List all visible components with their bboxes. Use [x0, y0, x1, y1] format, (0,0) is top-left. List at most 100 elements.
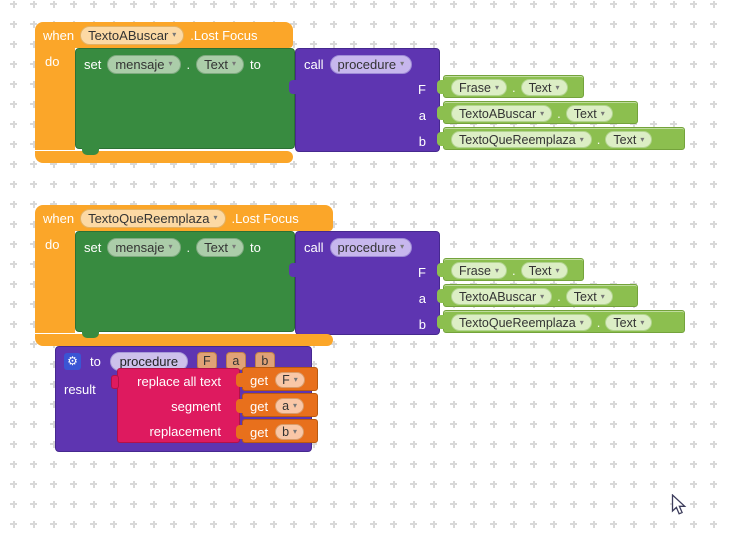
- dropdown-arrow-icon: ▾: [494, 265, 499, 275]
- getter-textoquereemplaza-text[interactable]: TextoQueReemplaza ▾ . Text ▾: [437, 310, 685, 333]
- getter-textoabuscar-text[interactable]: TextoABuscar ▾ . Text ▾: [437, 284, 638, 307]
- get-a-block[interactable]: get a ▾: [236, 393, 318, 417]
- property-dropdown[interactable]: Text ▾: [605, 131, 653, 148]
- dropdown-arrow-icon: ▾: [168, 59, 173, 68]
- dropdown-arrow-icon: ▾: [213, 213, 218, 222]
- when-block-bottom-bar[interactable]: [35, 151, 293, 163]
- arg-label-F: F: [418, 82, 426, 97]
- result-label: result: [64, 382, 96, 397]
- property-dropdown[interactable]: Text ▾: [565, 105, 613, 122]
- component-dropdown[interactable]: TextoABuscar ▾: [80, 25, 185, 45]
- dropdown-arrow-icon: ▾: [231, 59, 236, 68]
- dropdown-arrow-icon: ▾: [293, 375, 298, 384]
- component-dropdown[interactable]: Frase ▾: [451, 79, 507, 96]
- when-block-header[interactable]: when TextoABuscar ▾ .Lost Focus: [35, 22, 293, 48]
- component-dropdown[interactable]: Frase ▾: [451, 262, 507, 279]
- do-label: do: [45, 54, 60, 69]
- property-dropdown-value: Text: [573, 289, 597, 304]
- dropdown-arrow-icon: ▾: [231, 242, 236, 251]
- set-mensaje-text-block[interactable]: set mensaje ▾ . Text ▾ to: [75, 231, 295, 332]
- call-label: call: [304, 56, 324, 72]
- dropdown-arrow-icon: ▾: [555, 265, 560, 275]
- block-plug: [236, 373, 244, 387]
- replace-all-text-block[interactable]: replace all text segment replacement: [111, 368, 240, 443]
- block-plug: [437, 80, 445, 94]
- variable-dropdown-value: mensaje: [115, 56, 165, 72]
- set-label: set: [84, 239, 102, 255]
- when-block-left-spine[interactable]: [35, 48, 75, 150]
- property-dropdown-value: Text: [204, 56, 228, 72]
- arg-label-a: a: [418, 108, 426, 123]
- set-mensaje-text-block[interactable]: set mensaje ▾ . Text ▾ to: [75, 48, 295, 149]
- component-dropdown[interactable]: TextoQueReemplaza ▾: [451, 131, 592, 148]
- property-dropdown[interactable]: Text ▾: [196, 54, 244, 74]
- procedure-dropdown[interactable]: procedure ▾: [329, 54, 413, 74]
- component-dropdown-value: TextoABuscar: [459, 106, 537, 121]
- dot-separator: .: [557, 106, 561, 121]
- block-plug: [437, 263, 445, 277]
- get-label: get: [250, 424, 269, 440]
- call-procedure-block[interactable]: call procedure ▾ F a b: [289, 231, 440, 335]
- component-dropdown-value: Frase: [459, 80, 491, 95]
- block-plug: [289, 263, 297, 277]
- when-block-left-spine[interactable]: [35, 231, 75, 333]
- arg-label-a: a: [418, 291, 426, 306]
- variable-dropdown-value: mensaje: [115, 239, 165, 255]
- property-dropdown-value: Text: [204, 239, 228, 255]
- property-dropdown[interactable]: Text ▾: [196, 237, 244, 257]
- arg-label-b: b: [418, 134, 426, 149]
- procedure-name-field[interactable]: procedure: [109, 351, 188, 371]
- mutator-gear-icon[interactable]: ⚙: [64, 352, 81, 370]
- dropdown-arrow-icon: ▾: [400, 242, 405, 251]
- mouse-cursor-icon: [671, 494, 687, 515]
- getter-frase-text[interactable]: Frase ▾ . Text ▾: [437, 75, 584, 98]
- variable-dropdown[interactable]: mensaje ▾: [107, 54, 181, 74]
- getter-textoabuscar-text[interactable]: TextoABuscar ▾ . Text ▾: [437, 101, 638, 124]
- component-dropdown[interactable]: TextoABuscar ▾: [451, 105, 553, 122]
- dot-separator: .: [557, 289, 561, 304]
- dropdown-arrow-icon: ▾: [172, 30, 177, 39]
- when-label: when: [43, 210, 75, 226]
- to-label: to: [249, 56, 261, 72]
- component-dropdown-value: TextoABuscar: [459, 289, 537, 304]
- variable-dropdown[interactable]: a ▾: [275, 398, 305, 414]
- get-label: get: [250, 398, 269, 414]
- block-plug: [437, 106, 445, 120]
- property-dropdown[interactable]: Text ▾: [520, 262, 568, 279]
- property-dropdown[interactable]: Text ▾: [565, 288, 613, 305]
- component-dropdown[interactable]: TextoQueReemplaza ▾: [80, 208, 226, 228]
- when-label: when: [43, 27, 75, 43]
- property-dropdown[interactable]: Text ▾: [520, 79, 568, 96]
- get-F-block[interactable]: get F ▾: [236, 367, 318, 391]
- block-plug: [111, 375, 119, 389]
- call-procedure-block[interactable]: call procedure ▾ F a b: [289, 48, 440, 152]
- component-dropdown[interactable]: TextoABuscar ▾: [451, 288, 553, 305]
- procedure-dropdown-value: procedure: [337, 239, 397, 255]
- property-dropdown-value: Text: [528, 80, 552, 95]
- dropdown-arrow-icon: ▾: [600, 291, 605, 301]
- dropdown-arrow-icon: ▾: [640, 134, 645, 144]
- when-block-header[interactable]: when TextoQueReemplaza ▾ .Lost Focus: [35, 205, 333, 231]
- getter-textoquereemplaza-text[interactable]: TextoQueReemplaza ▾ . Text ▾: [437, 127, 685, 150]
- property-dropdown[interactable]: Text ▾: [605, 314, 653, 331]
- dropdown-arrow-icon: ▾: [540, 291, 545, 301]
- variable-dropdown[interactable]: b ▾: [275, 424, 305, 440]
- dropdown-arrow-icon: ▾: [555, 82, 560, 92]
- statement-notch: [82, 331, 99, 338]
- dropdown-arrow-icon: ▾: [600, 108, 605, 118]
- getter-frase-text[interactable]: Frase ▾ . Text ▾: [437, 258, 584, 281]
- component-dropdown[interactable]: TextoQueReemplaza ▾: [451, 314, 592, 331]
- block-plug: [437, 315, 445, 329]
- dot-separator: .: [596, 132, 601, 147]
- when-block-bottom-bar[interactable]: [35, 334, 333, 346]
- dot-separator: .: [186, 239, 191, 255]
- variable-dropdown[interactable]: mensaje ▾: [107, 237, 181, 257]
- property-dropdown-value: Text: [613, 132, 637, 147]
- dot-separator: .: [511, 80, 516, 95]
- variable-dropdown[interactable]: F ▾: [275, 372, 305, 388]
- get-b-block[interactable]: get b ▾: [236, 419, 318, 443]
- do-label: do: [45, 237, 60, 252]
- property-dropdown-value: Text: [613, 315, 637, 330]
- procedure-dropdown[interactable]: procedure ▾: [329, 237, 413, 257]
